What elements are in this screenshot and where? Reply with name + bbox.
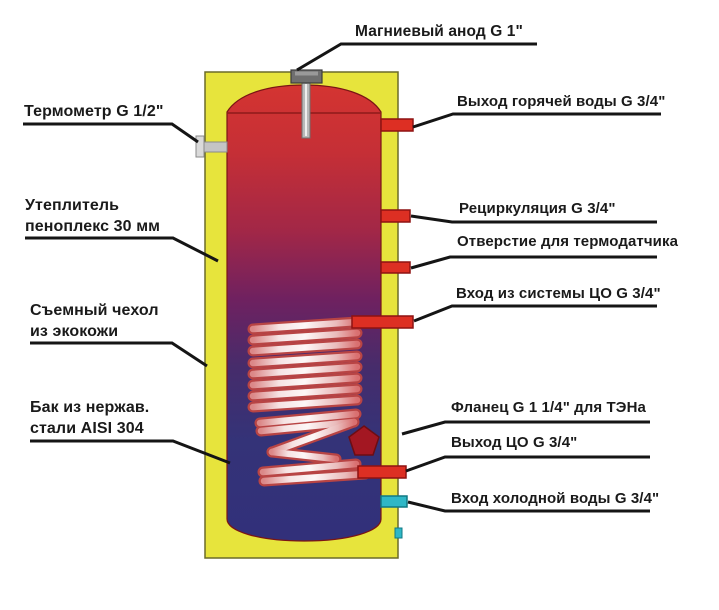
label-flange: Фланец G 1 1/4" для ТЭНа [451,399,646,416]
leader-anode [296,42,537,72]
label-tank-material: Бак из нержав. стали AISI 304 [30,399,150,437]
label-cover: Съемный чехол из экокожи [30,302,159,340]
pipe-sensor-hole [380,261,411,274]
flange-pentagon [348,425,380,456]
thermometer-cap [195,135,205,158]
label-thermometer: Термометр G 1/2" [24,103,164,120]
leader-insulation [25,236,219,263]
pipe-recirculation [380,209,411,223]
leader-cold-water-in [407,500,650,513]
label-recirculation: Рециркуляция G 3/4" [459,200,616,217]
label-sensor-hole: Отверстие для термодатчика [457,233,679,250]
leader-co-inlet [413,304,657,323]
leader-thermometer [23,122,199,144]
pipe-cold-water-in [380,495,408,508]
pipe-hot-water-out [380,118,414,132]
leader-lines [23,42,661,513]
pipe-co-inlet [351,315,414,329]
drain-tick [394,527,403,539]
leader-sensor-hole [410,255,657,270]
label-anode: Магниевый анод G 1" [355,23,523,40]
label-insulation: Утеплитель пеноплекс 30 мм [25,197,161,235]
pipe-co-outlet [357,465,407,479]
label-co-outlet: Выход ЦО G 3/4" [451,434,578,451]
anode-cap-highlight [295,71,318,76]
leader-flange [401,420,650,436]
heating-coil [247,316,371,487]
label-cold-water-in: Вход холодной воды G 3/4" [451,490,660,507]
thermometer-pipe [202,141,228,153]
leader-tank [30,439,231,465]
leader-co-outlet [405,455,650,473]
leader-cover [30,341,208,368]
label-co-inlet: Вход из системы ЦО G 3/4" [456,285,661,302]
leader-recirculation [410,214,657,224]
label-hot-water-out: Выход горячей воды G 3/4" [457,93,666,110]
leader-hot-water-out [412,112,661,129]
